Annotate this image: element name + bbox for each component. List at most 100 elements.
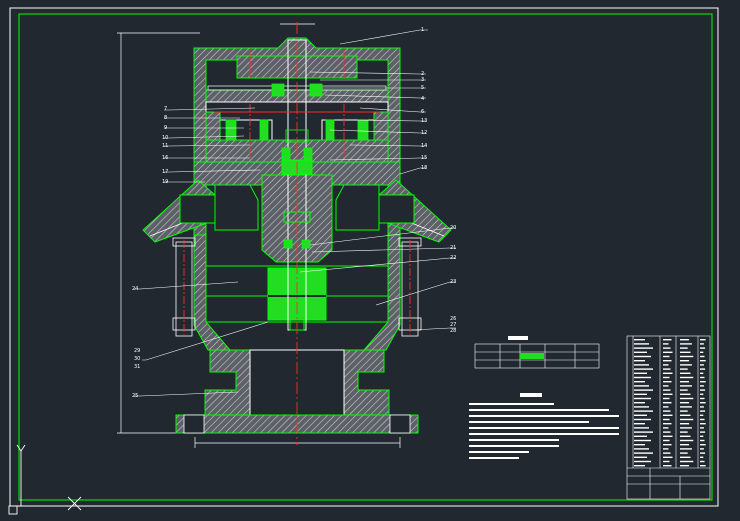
parts-list-cell <box>663 402 672 404</box>
parts-list-cell <box>663 431 671 433</box>
parts-list-cell <box>634 456 647 458</box>
balloon-labels: 1 2 3 4 5 6 7 8 9 10 11 12 13 14 15 16 1… <box>132 27 456 399</box>
balloon-5: 5 <box>421 85 424 91</box>
parts-list-cell <box>634 372 647 374</box>
assembly-section-view[interactable]: 1 2 3 4 5 6 7 8 9 10 11 12 13 14 15 16 1… <box>117 22 456 448</box>
balloon-6: 6 <box>421 109 424 115</box>
parts-list-cell <box>663 448 669 450</box>
parts-list-cell <box>700 460 705 463</box>
parts-list-cell <box>634 448 649 450</box>
parts-list-cell <box>700 351 704 353</box>
parts-list-cell <box>663 418 670 421</box>
balloon-23: 23 <box>450 279 456 285</box>
parts-list-cell <box>663 364 669 366</box>
parts-list-cell <box>634 410 653 412</box>
parts-list-cell <box>663 381 672 383</box>
balloon-11: 11 <box>162 143 168 149</box>
balloon-12: 12 <box>421 130 427 136</box>
parts-list-cell <box>700 439 705 442</box>
parts-list-cell <box>634 406 649 408</box>
parts-list-cell <box>700 385 704 387</box>
parts-list-cell <box>680 376 694 379</box>
parts-list-cell <box>680 351 691 353</box>
parts-list-cell <box>663 347 671 349</box>
parts-list-cell <box>700 393 704 395</box>
parts-list-cell <box>680 339 690 341</box>
parts-list-cell <box>663 372 673 374</box>
parts-list-cell <box>700 410 706 412</box>
parts-list-cell <box>663 393 673 395</box>
parts-list-cell <box>634 414 647 416</box>
technical-notes <box>469 393 619 459</box>
parts-list-cell <box>634 444 645 446</box>
parts-list-cell <box>634 385 649 387</box>
parts-list-cell <box>700 448 704 450</box>
parts-list-cell <box>634 364 649 366</box>
parts-list-cell <box>634 393 647 395</box>
parts-list-cell <box>680 444 690 446</box>
balloon-13: 13 <box>421 118 427 124</box>
parts-list-cell <box>680 431 688 433</box>
ucs-x-axis-icon <box>67 496 82 511</box>
inner-border <box>18 13 713 501</box>
balloon-15: 15 <box>421 155 427 161</box>
outer-border <box>9 7 719 507</box>
balloon-21: 21 <box>450 245 456 251</box>
parts-list-cell <box>680 427 692 429</box>
parts-list-cell <box>663 406 669 408</box>
parts-list-cell <box>663 460 670 463</box>
parts-list-cell <box>700 381 706 383</box>
parts-list-cell <box>634 427 649 429</box>
parts-list-cell <box>700 360 706 362</box>
parts-list-cell <box>680 439 694 442</box>
parts-list-cell <box>680 393 691 395</box>
parts-list-cell <box>663 360 672 362</box>
parts-list-cell <box>680 343 692 345</box>
parts-list-cell <box>700 418 705 421</box>
title-block <box>626 335 711 500</box>
parts-list-cell <box>663 368 671 370</box>
balloon-3: 3 <box>421 77 424 83</box>
parts-list-cell <box>680 448 692 450</box>
parts-list-cell <box>663 414 673 416</box>
parts-list-cell <box>680 397 694 400</box>
parts-list-cell <box>680 456 691 458</box>
parts-list-cell <box>680 414 691 416</box>
drawing-frame <box>9 7 719 507</box>
parts-list-cell <box>663 339 672 341</box>
parts-list-cell <box>634 423 645 425</box>
parts-list-cell <box>663 427 669 429</box>
parts-list-cell <box>634 452 653 454</box>
parts-list-cell <box>663 423 672 425</box>
parts-list-cell <box>700 431 706 433</box>
parts-list-cell <box>700 368 706 370</box>
parts-list-cell <box>700 456 704 458</box>
leader-lines <box>134 29 456 397</box>
balloon-28: 28 <box>450 328 456 334</box>
parts-list-cell <box>700 343 704 345</box>
parts-list-cell <box>663 456 673 458</box>
balloon-10: 10 <box>162 135 168 141</box>
title-block-rows <box>634 339 706 467</box>
parts-list-cell <box>700 414 704 416</box>
parts-list-cell <box>680 402 690 404</box>
parts-list-cell <box>663 435 673 437</box>
balloon-9: 9 <box>164 125 167 131</box>
parts-list-cell <box>634 431 653 433</box>
parts-list-cell <box>634 351 647 353</box>
parts-list-cell <box>680 381 690 383</box>
parts-list-cell <box>700 347 706 349</box>
balloon-24: 24 <box>132 286 138 292</box>
parts-list-cell <box>663 410 671 412</box>
balloon-2: 2 <box>421 71 424 77</box>
balloon-16: 16 <box>162 155 168 161</box>
parts-list-cell <box>634 381 645 383</box>
side-spouts <box>142 179 452 243</box>
parts-list-cell <box>700 427 704 429</box>
parts-list-cell <box>680 418 694 421</box>
parts-list-cell <box>700 444 706 446</box>
parts-list-cell <box>700 465 706 467</box>
parts-list-cell <box>700 397 705 400</box>
parts-list-cell <box>634 397 651 400</box>
